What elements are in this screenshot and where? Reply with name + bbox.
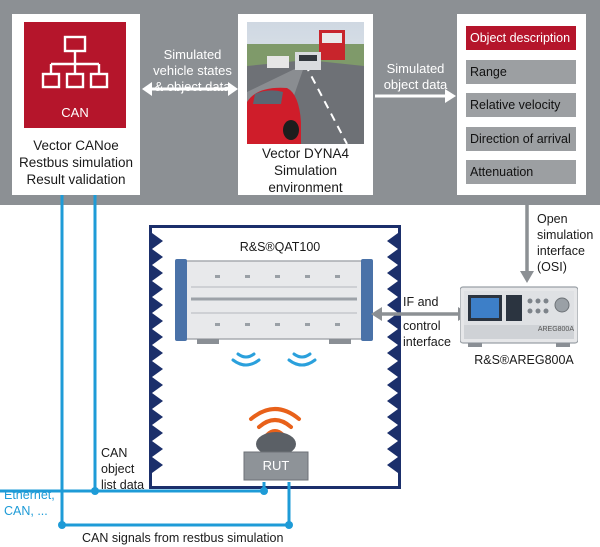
can-logo-text: CAN	[61, 105, 89, 120]
dyna4-caption: Vector DYNA4 Simulation environment	[238, 145, 373, 196]
absorber-triangle	[152, 393, 163, 409]
if-label-line3: interface	[403, 335, 451, 349]
absorber-triangle	[152, 249, 163, 265]
dyna4-panel: Vector DYNA4 Simulation environment	[238, 14, 373, 195]
can-logo: CAN	[24, 22, 126, 128]
road-scene-image	[247, 22, 364, 144]
label-line: object	[101, 462, 135, 476]
areg800a-device	[460, 286, 578, 347]
absorber-triangle	[152, 457, 163, 473]
vehicle-states-label: Simulated vehicle states & object data	[145, 47, 240, 95]
absorber-triangle	[152, 409, 163, 425]
wave-icon-right	[287, 352, 317, 367]
label-line: simulation	[537, 228, 594, 242]
rut-label: RUT	[262, 458, 290, 473]
canoe-panel: CAN Vector CANoe Restbus simulation Resu…	[12, 14, 140, 195]
absorber-triangle	[387, 457, 398, 473]
qat100-label: R&S®QAT100	[239, 240, 321, 254]
canoe-caption-line: Restbus simulation	[18, 155, 134, 170]
label-line: (OSI)	[537, 260, 567, 274]
absorber-triangle	[387, 297, 398, 313]
absorber-triangle	[387, 441, 398, 457]
simulated-object-data-label: Simulated object data	[378, 61, 453, 93]
label-line: Simulated	[386, 61, 445, 76]
osi-label: Open simulation interface (OSI)	[537, 211, 599, 275]
if-label-line1: IF and	[403, 295, 439, 309]
arrow-right	[375, 89, 456, 103]
label-line: CAN, ...	[4, 504, 48, 518]
attenuation-row: Attenuation	[466, 160, 576, 184]
dyna4-caption-line: Simulation	[273, 163, 338, 178]
can-bus-lines	[0, 195, 293, 529]
ethernet-can-label: Ethernet, CAN, ...	[4, 487, 74, 519]
label-line: & object data	[154, 79, 231, 94]
bidirectional-arrow-left	[142, 82, 238, 96]
dyna4-caption-line: environment	[268, 180, 343, 195]
absorber-triangle	[387, 329, 398, 345]
absorber-triangle	[152, 345, 163, 361]
absorber-triangle	[387, 361, 398, 377]
network-icon	[41, 35, 109, 89]
absorber-triangle	[152, 281, 163, 297]
absorber-triangle	[152, 329, 163, 345]
label-line: interface	[537, 244, 585, 258]
absorber-triangle	[152, 297, 163, 313]
direction-of-arrival-row: Direction of arrival	[466, 127, 576, 151]
label-line: vehicle states	[153, 63, 232, 78]
label-line: Ethernet,	[4, 488, 55, 502]
osi-arrow	[520, 197, 534, 283]
rut-device	[243, 432, 309, 481]
label-line: Simulated	[163, 47, 222, 62]
can-object-list-label: CAN object list data	[101, 445, 171, 493]
absorber-triangle	[387, 393, 398, 409]
canoe-caption-line: Result validation	[26, 172, 126, 187]
areg800a-panel-text: AREG800A	[537, 326, 574, 333]
absorber-triangle	[152, 313, 163, 329]
label-line: list data	[101, 478, 145, 492]
absorber-triangle	[387, 249, 398, 265]
absorber-triangle	[152, 233, 163, 249]
object-description-row: Object description	[466, 26, 576, 50]
qat100-device	[175, 259, 373, 344]
can-signals-label: CAN signals from restbus simulation	[82, 531, 284, 545]
absorber-triangle	[152, 361, 163, 377]
absorber-triangle	[387, 233, 398, 249]
absorber-triangle	[152, 265, 163, 281]
absorber-triangle	[152, 441, 163, 457]
label-line: Open	[537, 212, 568, 226]
absorber-triangle	[387, 281, 398, 297]
label-line: CAN	[101, 446, 128, 460]
relative-velocity-row: Relative velocity	[466, 93, 576, 117]
absorber-triangle	[387, 345, 398, 361]
absorber-triangle	[152, 425, 163, 441]
label-line: object data	[383, 77, 448, 92]
canoe-caption: Vector CANoe Restbus simulation Result v…	[12, 137, 140, 188]
if-label-line2: control	[403, 319, 441, 333]
wave-icon-left	[231, 352, 261, 367]
absorber-triangles	[152, 233, 398, 473]
absorber-triangle	[387, 265, 398, 281]
absorber-triangle	[152, 377, 163, 393]
dyna4-caption-line: Vector DYNA4	[261, 146, 350, 161]
absorber-triangle	[387, 425, 398, 441]
canoe-caption-line: Vector CANoe	[33, 138, 119, 153]
absorber-triangle	[387, 409, 398, 425]
areg800a-label: R&S®AREG800A	[474, 353, 574, 367]
absorber-triangle	[387, 377, 398, 393]
range-row: Range	[466, 60, 576, 84]
absorber-triangle	[387, 313, 398, 329]
